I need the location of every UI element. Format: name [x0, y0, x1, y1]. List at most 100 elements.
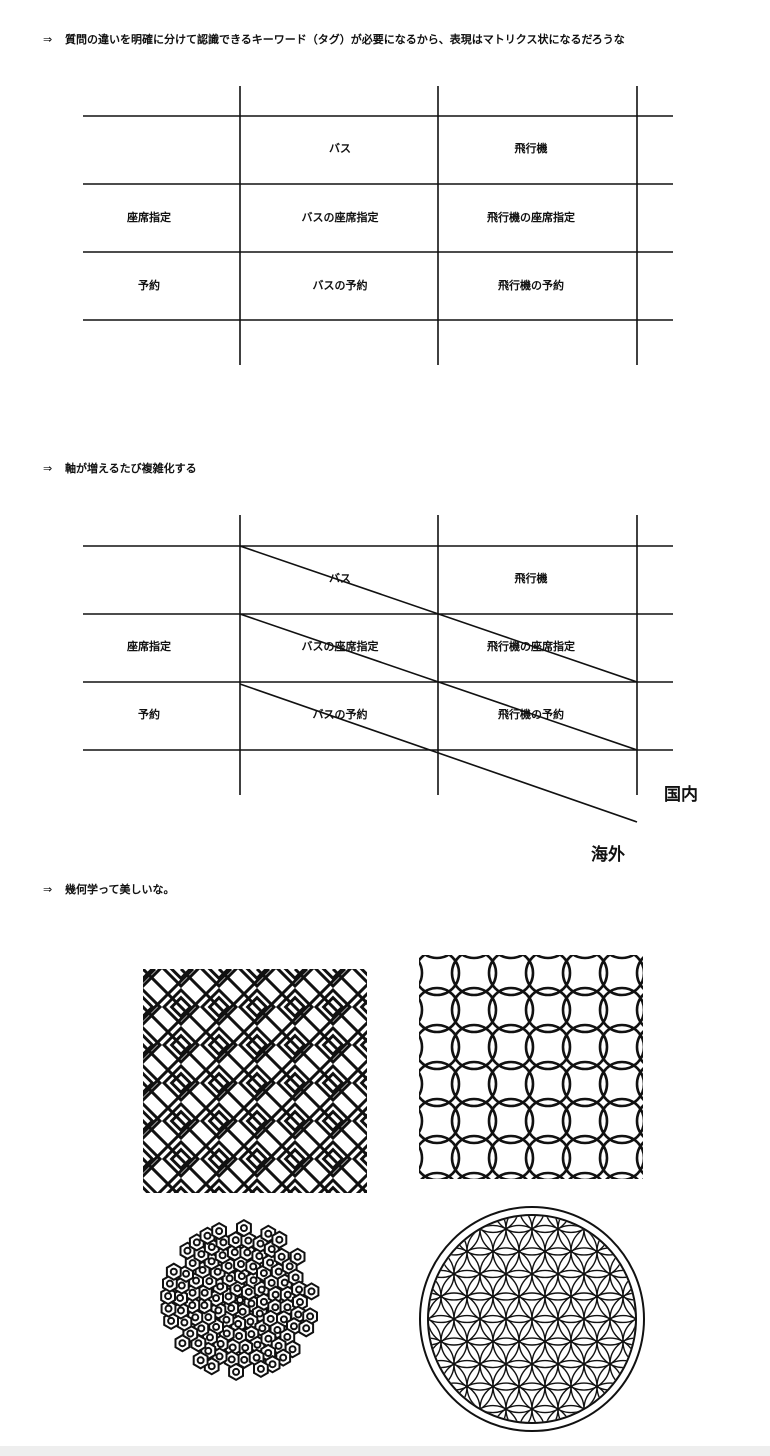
lattice-square [88, 1180, 122, 1214]
grid-circle [450, 986, 498, 1034]
lattice-square [96, 922, 115, 941]
grid-circle [674, 1025, 718, 1069]
lattice-square [283, 1109, 307, 1133]
rosette-dot [249, 1262, 258, 1271]
lattice-square [134, 1226, 153, 1245]
lattice-square [96, 1226, 115, 1245]
rosette-dot [288, 1345, 297, 1354]
grid-circle [598, 1097, 643, 1145]
rosette-dot [285, 1262, 294, 1271]
rosette-dot [212, 1322, 221, 1331]
rosette-dot [182, 1269, 191, 1278]
rosette-dot [228, 1343, 237, 1352]
lattice-square [143, 1101, 163, 1141]
lattice-square [400, 1036, 419, 1055]
lattice-square [351, 969, 367, 985]
rosette-dot [178, 1339, 187, 1348]
lattice-square [199, 1139, 239, 1179]
rosette-dot [227, 1304, 236, 1313]
lattice-square [392, 1180, 426, 1214]
axis-label-domestic: 国内 [664, 784, 698, 805]
lattice-square [245, 995, 269, 1019]
rosette-dot [198, 1265, 207, 1274]
lattice-square [96, 960, 115, 979]
grid-circle [419, 1060, 461, 1108]
rosette-dot [240, 1355, 249, 1364]
flower-circle [492, 1404, 546, 1422]
lattice-square [400, 998, 419, 1017]
grid-circle [450, 1134, 498, 1179]
lattice-line [637, 969, 770, 1209]
rosette-dot [236, 1296, 244, 1304]
rosette-dot [271, 1303, 280, 1312]
lattice-square [237, 1139, 277, 1179]
grid-circle [487, 986, 535, 1034]
lattice-line [232, 1058, 367, 1193]
lattice-line [143, 969, 271, 1098]
lattice-line [0, 969, 79, 1209]
lattice-square [96, 1074, 115, 1093]
rosette-dot [204, 1346, 213, 1355]
matrix-cell: 飛行機の予約 [497, 278, 564, 292]
rosette-dot [249, 1276, 258, 1285]
lattice-square [400, 922, 419, 941]
flower-circle [518, 1216, 572, 1234]
grid-circle [419, 1070, 424, 1098]
flower-circle [583, 1216, 635, 1256]
lattice-square [324, 922, 343, 941]
grid-circle [423, 955, 451, 960]
lattice-square [88, 1218, 122, 1252]
grid-circle [450, 1060, 498, 1108]
grid-circle [561, 986, 609, 1034]
lattice-square [400, 1188, 419, 1207]
lattice-square [88, 1142, 122, 1176]
lattice-square [275, 1101, 315, 1141]
rosette-dot [256, 1364, 265, 1373]
grid-circle [568, 1171, 602, 1179]
note-matrix: ⇒質問の違いを明確に分けて認識できるキーワード（タグ）が必要になるから、表現はマ… [43, 31, 625, 47]
flower-circle [429, 1337, 455, 1391]
grid-circle [561, 955, 609, 997]
lattice-square [359, 1037, 367, 1053]
rosette-dot [266, 1314, 275, 1323]
matrix-cell: バスの予約 [313, 278, 368, 292]
rosette-dot [266, 1258, 275, 1267]
lattice-square [169, 995, 193, 1019]
lattice-square [161, 1063, 201, 1103]
grid-circle [524, 1134, 572, 1179]
grid-circle [635, 993, 643, 1027]
diagonal-axis-lines [239, 545, 638, 823]
lattice-square [143, 1109, 155, 1133]
grid-circle [494, 1171, 528, 1179]
rosette-dot [232, 1367, 241, 1376]
rosette-dot [194, 1339, 203, 1348]
rosette-dot [283, 1332, 292, 1341]
lattice-square [317, 1177, 349, 1193]
grid-circle [419, 1107, 424, 1135]
lattice-line [308, 1134, 367, 1193]
lattice-square [400, 960, 419, 979]
rosette-dot [236, 1260, 245, 1269]
lattice-square [143, 1071, 155, 1095]
flower-circle [466, 1216, 520, 1234]
lattice-square [313, 1025, 353, 1065]
lattice-square [88, 1104, 122, 1138]
grid-circle [598, 1134, 643, 1179]
grid-circle [608, 955, 636, 960]
lattice-square [96, 1188, 115, 1207]
matrix-cell: バスの座席指定 [302, 639, 379, 653]
lattice-line [143, 1156, 180, 1193]
grid-circle [561, 1097, 609, 1145]
lattice-line [0, 969, 117, 1209]
lattice-square [207, 969, 231, 981]
grid-circle [674, 1136, 718, 1180]
lattice-square [88, 914, 122, 948]
lattice-square [392, 1218, 426, 1252]
grid-circle [524, 1023, 572, 1071]
rosette-dot [188, 1259, 197, 1268]
lattice-line [270, 1096, 367, 1193]
flower-of-life-pattern [419, 1206, 645, 1432]
lattice-square [88, 952, 122, 986]
flower-circle [583, 1382, 635, 1422]
flower-circle [609, 1247, 635, 1301]
